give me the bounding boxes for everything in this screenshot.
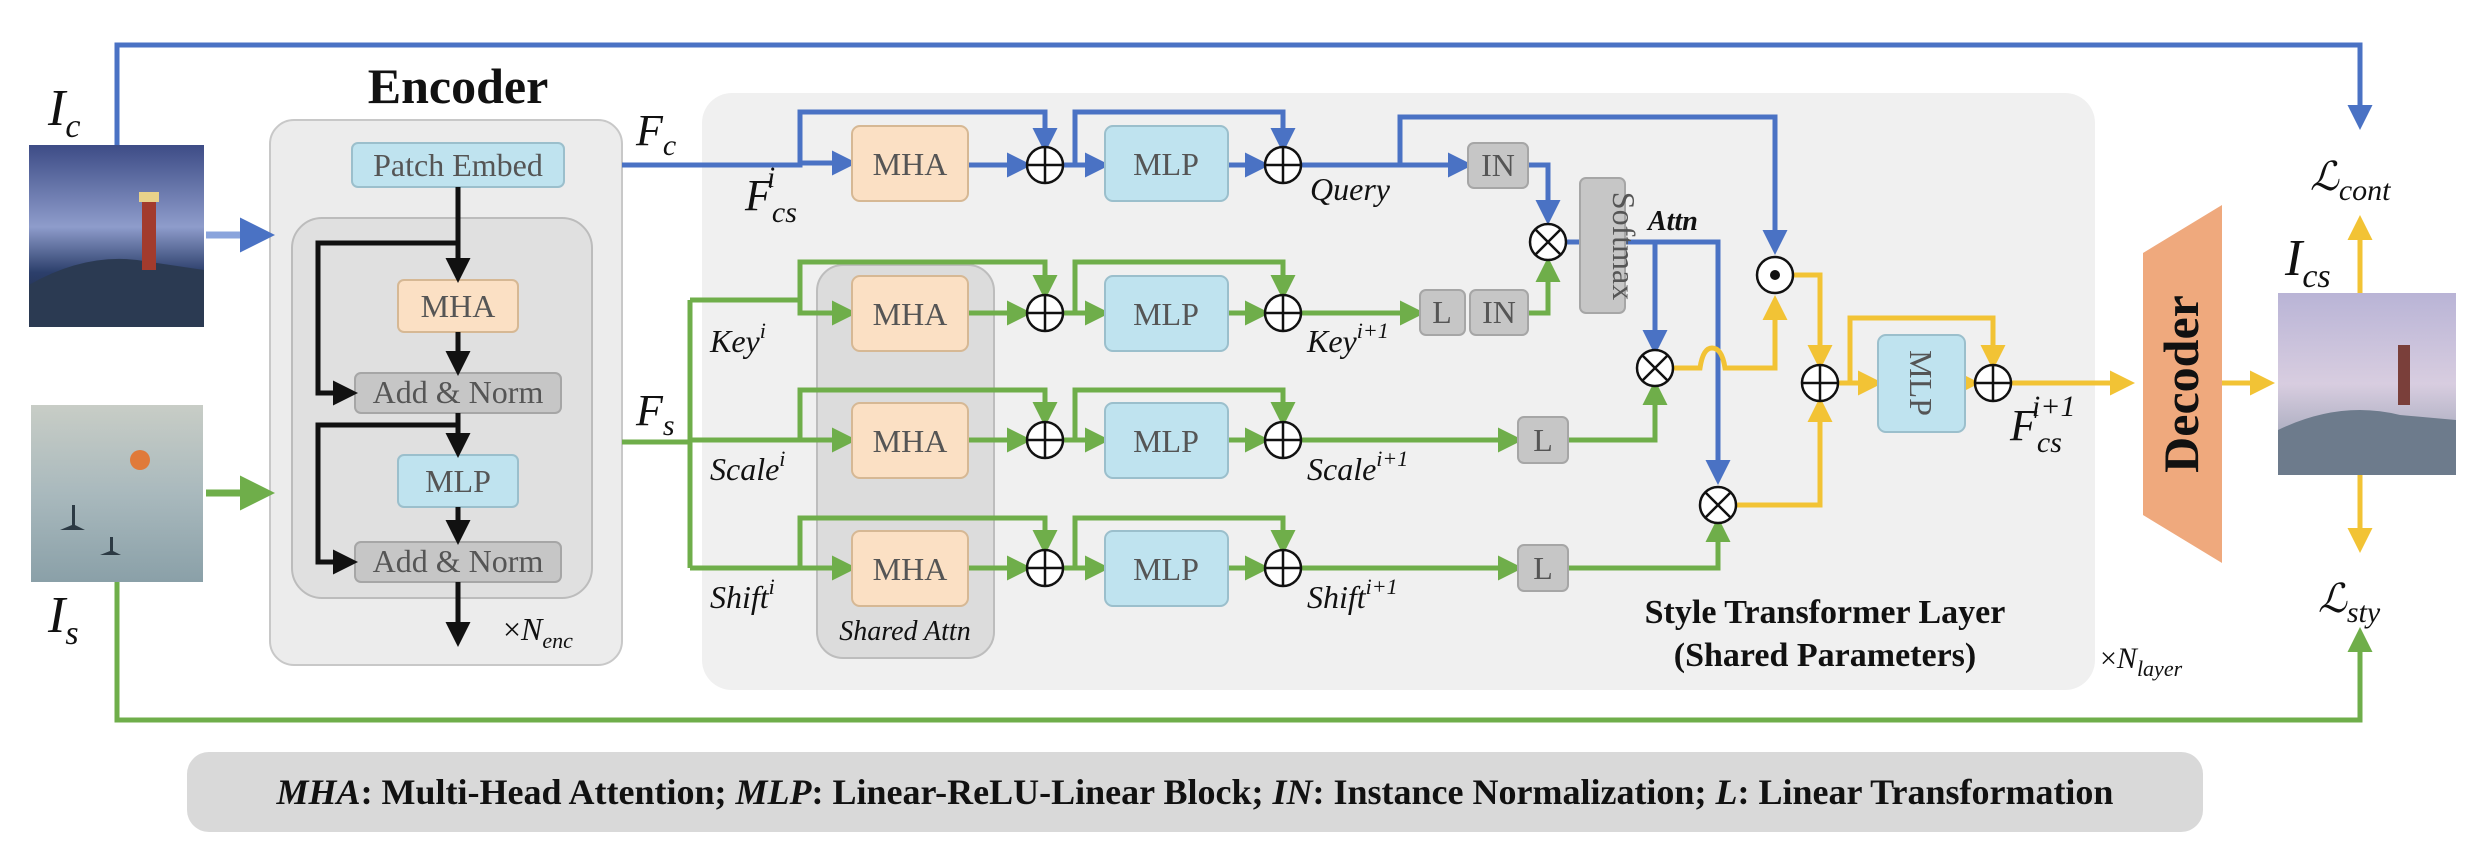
stylized-output-image <box>2278 293 2456 475</box>
legend-mha-term: MHA <box>276 772 361 812</box>
scale-next-label: Scalei+1 <box>1307 446 1408 487</box>
style-image <box>31 405 203 582</box>
query-label: Query <box>1310 171 1391 207</box>
style-layer-title: Style Transformer Layer <box>1645 594 2006 631</box>
key-in-box <box>1469 289 1529 336</box>
key-l-label: L <box>1432 294 1452 330</box>
query-in-box <box>1467 142 1529 189</box>
key-label: Keyi <box>709 318 766 359</box>
query-mha-label: MHA <box>873 146 948 182</box>
shift-l-box <box>1517 544 1569 592</box>
fc-path <box>622 150 857 176</box>
decoder-block <box>2143 205 2222 563</box>
style-input-label: Is <box>47 587 79 652</box>
content-input-label: Ic <box>47 80 80 145</box>
output-mlp-label: MLP <box>1903 350 1939 416</box>
n-enc-label: ×Nenc <box>503 611 573 653</box>
style-rows-edges <box>690 257 1731 581</box>
hadamard-dot <box>1770 270 1780 280</box>
query-mlp-label: MLP <box>1133 146 1199 182</box>
key-next-label: Keyi+1 <box>1306 318 1389 359</box>
legend-bar: MHA: Multi-Head Attention; MLP: Linear-R… <box>187 752 2203 832</box>
scale-label: Scalei <box>710 446 785 487</box>
scale-mlp-label: MLP <box>1133 423 1199 459</box>
scale-mha-box <box>851 402 969 479</box>
key-in-label: IN <box>1482 294 1516 330</box>
key-mlp-label: MLP <box>1133 296 1199 332</box>
content-loss-path <box>114 42 2373 145</box>
query-mlp-box <box>1104 125 1229 202</box>
attn-label: Attn <box>1646 206 1698 237</box>
style-loss-label: ℒsty <box>2318 576 2381 629</box>
shared-attn-label: Shared Attn <box>839 616 970 647</box>
softmax-label: Softmax <box>1606 192 1642 300</box>
n-layer-label: ×Nlayer <box>2100 642 2183 681</box>
output-mlp-box <box>1877 334 1966 433</box>
key-mha-label: MHA <box>873 296 948 332</box>
query-in-label: IN <box>1481 147 1515 183</box>
softmax-box <box>1579 177 1626 314</box>
content-loss-label: ℒcont <box>2310 154 2391 207</box>
shift-mlp-box <box>1104 530 1229 607</box>
fcs-output-label: Fcsi+1 <box>2009 390 2075 459</box>
legend-in-def: : Instance Normalization; <box>1312 772 1716 812</box>
legend-l-def: : Linear Transformation <box>1737 772 2114 812</box>
encoder-mlp-label: MLP <box>425 463 491 499</box>
fcs-input-label: Fcsi <box>744 161 797 229</box>
fc-label: Fc <box>635 106 676 162</box>
scale-mha-label: MHA <box>873 423 948 459</box>
encoder-flow-arrows <box>315 187 471 647</box>
legend-mlp-term: MLP <box>735 772 812 812</box>
output-edges <box>1673 215 2373 553</box>
query-mha-box <box>851 125 969 202</box>
encoder-add-norm-2-label: Add & Norm <box>373 543 544 579</box>
patch-embed-label: Patch Embed <box>373 147 543 183</box>
scale-l-box <box>1517 416 1569 464</box>
key-l-box <box>1419 289 1466 336</box>
legend-l-term: L <box>1715 772 1738 812</box>
shift-mlp-label: MLP <box>1133 551 1199 587</box>
legend-in-term: IN <box>1272 772 1313 812</box>
decoder-label: Decoder <box>2153 295 2209 473</box>
shift-mha-box <box>851 530 969 607</box>
scale-mlp-box <box>1104 402 1229 479</box>
shift-mha-label: MHA <box>873 551 948 587</box>
key-mha-box <box>851 275 969 352</box>
encoder-title: Encoder <box>368 58 549 114</box>
encoder-add-norm-1-label: Add & Norm <box>373 374 544 410</box>
style-layer-subtitle: (Shared Parameters) <box>1674 637 1976 674</box>
content-image <box>29 145 204 327</box>
legend-mlp-def: : Linear-ReLU-Linear Block; <box>811 772 1273 812</box>
stylized-output-label: Ics <box>2284 230 2331 295</box>
style-loss-path <box>114 582 2373 723</box>
key-mlp-box <box>1104 275 1229 352</box>
scale-l-label: L <box>1533 422 1553 458</box>
fs-label: Fs <box>635 386 675 442</box>
shift-label: Shifti <box>710 574 775 615</box>
shift-l-label: L <box>1533 550 1553 586</box>
encoder-mha-label: MHA <box>421 288 496 324</box>
legend-mha-def: : Multi-Head Attention; <box>360 772 736 812</box>
operator-symbols <box>1027 147 2011 586</box>
shift-next-label: Shifti+1 <box>1307 574 1398 615</box>
